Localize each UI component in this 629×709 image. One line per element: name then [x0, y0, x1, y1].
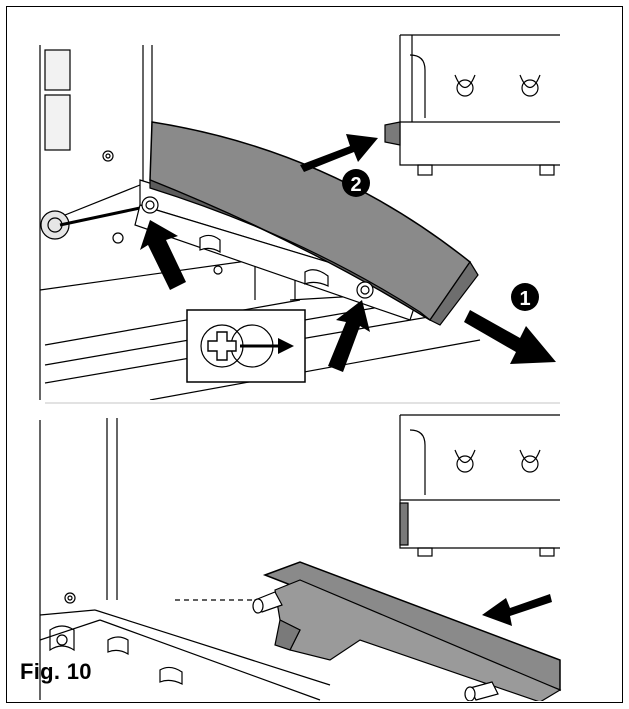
push-back-arrow [300, 134, 378, 172]
screw-pointer-arrow-right [328, 300, 370, 372]
svg-text:2: 2 [350, 174, 361, 196]
inset-appliance-bottom [399, 414, 560, 557]
screw-bottom-right [464, 681, 499, 701]
figure-label: Fig. 10 [20, 659, 92, 684]
screw-detail-inset [186, 309, 306, 383]
insert-arrow [482, 594, 552, 626]
svg-text:1: 1 [519, 288, 530, 310]
inset-appliance-top [384, 34, 560, 176]
screw-right [356, 281, 374, 299]
screw-bottom-left [252, 591, 283, 614]
step-marker-2: 2 [342, 169, 370, 197]
screw-left [141, 196, 159, 214]
screw-pointer-arrow-left [140, 220, 186, 290]
cabinet-wall-bottom [39, 418, 118, 700]
step-marker-1: 1 [511, 283, 539, 311]
mounting-rail-bottom [39, 599, 331, 701]
bottom-scene [39, 414, 562, 701]
pull-out-arrow [464, 310, 556, 364]
top-scene [39, 34, 560, 400]
cabinet-wall [39, 45, 153, 400]
figure-frame [6, 6, 623, 703]
front-panel [149, 121, 479, 326]
front-panel-bottom [262, 561, 562, 701]
